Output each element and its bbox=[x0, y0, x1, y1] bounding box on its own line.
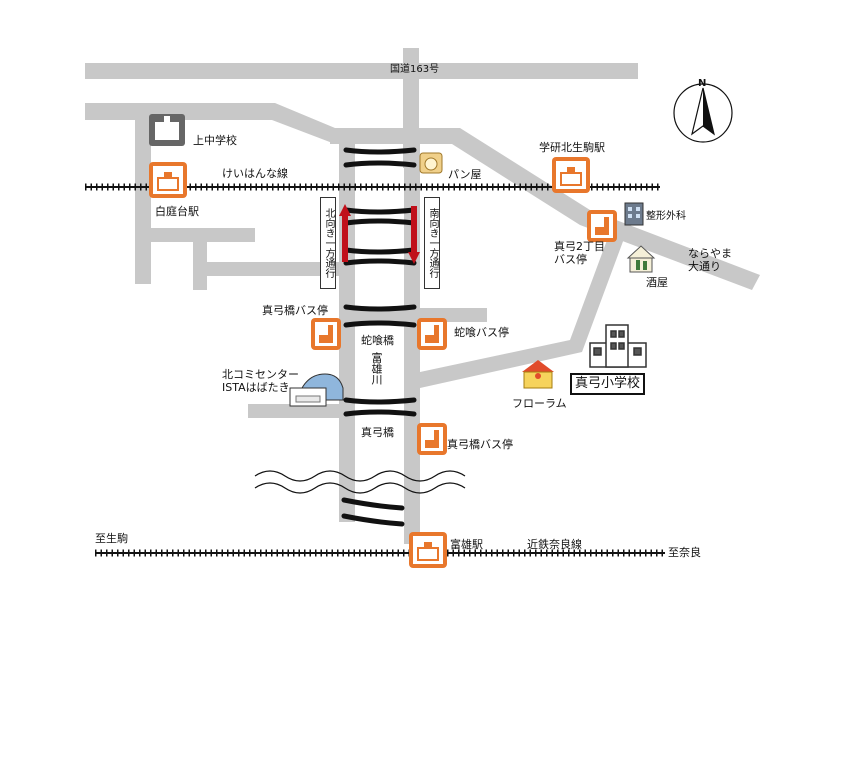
national-route-label: 国道163号 bbox=[390, 64, 440, 75]
gakken-kitaikoma-station-label: 学研北生駒駅 bbox=[539, 141, 605, 154]
bridge-line bbox=[343, 304, 417, 312]
orthopedics-label: 整形外科 bbox=[646, 211, 686, 222]
tomio-station-icon bbox=[409, 532, 447, 568]
orthopedics-icon bbox=[624, 202, 644, 226]
one-way-arrows bbox=[339, 204, 420, 264]
bridge-line bbox=[341, 497, 405, 511]
bus-stop-icon bbox=[417, 423, 447, 455]
mayumibashi-bus-stop-upper-label: 真弓橋バス停 bbox=[262, 304, 328, 317]
community-center-icon bbox=[289, 373, 344, 407]
road-northwest-branch bbox=[85, 103, 335, 144]
bus-stop-icon bbox=[417, 318, 447, 350]
jabami-bus-stop-label: 蛇喰バス停 bbox=[454, 326, 509, 339]
kita-community-center-label: 北コミセンター ISTAはばたき bbox=[222, 368, 299, 394]
road-bus-stop-horizontal bbox=[355, 308, 487, 322]
bridge-line bbox=[343, 218, 417, 226]
gakken-kitaikoma-station-icon bbox=[552, 157, 590, 193]
kaminaka-school-label: 上中学校 bbox=[193, 134, 237, 147]
elementary-school-building-icon bbox=[589, 324, 647, 368]
northbound-arrow-head bbox=[339, 204, 351, 216]
bridge-line bbox=[341, 513, 405, 527]
southbound-one-way-sign: 南向き一方通行 bbox=[424, 197, 440, 289]
liquor-store-label: 酒屋 bbox=[646, 276, 668, 289]
road-florum-diagonal bbox=[420, 232, 625, 388]
florum-label: フローラム bbox=[512, 397, 567, 410]
mayumi-bridge-label: 真弓橋 bbox=[361, 426, 394, 439]
southbound-arrow-head bbox=[408, 252, 420, 264]
road-shiraniwadai-vertical bbox=[135, 120, 151, 284]
jabami-bridge-label: 蛇喰橋 bbox=[361, 334, 394, 347]
national-route-road bbox=[85, 63, 638, 79]
road-northeast-branch bbox=[330, 128, 760, 290]
road-west-lower bbox=[193, 262, 343, 276]
northbound-one-way-sign: 北向き一方通行 bbox=[320, 197, 336, 289]
shiraniwadai-station-label: 白庭台駅 bbox=[155, 205, 199, 218]
shiraniwadai-station-icon bbox=[149, 162, 187, 198]
bridge-line bbox=[343, 397, 417, 405]
road-community-center bbox=[248, 404, 355, 418]
florum-shop-icon bbox=[522, 360, 554, 389]
kaminaka-school-icon bbox=[149, 114, 185, 146]
bridge-line bbox=[343, 258, 417, 266]
bridges bbox=[341, 147, 417, 527]
bridge-line bbox=[343, 207, 417, 215]
mayumibashi-bus-stop-lower-label: 真弓橋バス停 bbox=[447, 438, 513, 451]
bridge-line bbox=[343, 147, 417, 155]
northbound-arrow-shaft bbox=[342, 214, 348, 262]
mayumi-2chome-bus-label: 真弓2丁目 バス停 bbox=[554, 240, 605, 266]
bakery-label: パン屋 bbox=[448, 168, 482, 181]
road-west-horizontal bbox=[135, 228, 255, 242]
bus-stop-icon bbox=[587, 210, 617, 242]
bridge-line bbox=[343, 247, 417, 255]
kintetsu-line-label: 近鉄奈良線 bbox=[527, 538, 582, 551]
roads bbox=[85, 48, 760, 544]
bakery-icon bbox=[419, 152, 443, 174]
southbound-arrow-shaft bbox=[411, 206, 417, 254]
tomio-station-label: 富雄駅 bbox=[450, 538, 483, 551]
river-waves bbox=[254, 470, 466, 494]
bridge-line bbox=[343, 409, 417, 417]
compass-north-label: N bbox=[698, 78, 707, 89]
liquor-store-icon bbox=[626, 245, 656, 273]
bridge-line bbox=[343, 320, 417, 328]
keihan-line-label: けいはんな線 bbox=[222, 167, 288, 180]
river-wave bbox=[254, 470, 466, 482]
bridge-line bbox=[343, 160, 417, 168]
narayama-street-label: ならやま 大通り bbox=[688, 247, 732, 273]
river-label: 富雄川 bbox=[370, 352, 383, 385]
river-wave bbox=[254, 482, 466, 494]
compass bbox=[673, 83, 733, 143]
river-road-west bbox=[339, 144, 355, 522]
compass-needle-fill bbox=[703, 88, 714, 134]
bus-stop-icon bbox=[311, 318, 341, 350]
to-nara-label: 至奈良 bbox=[668, 546, 701, 559]
mayumi-elementary-label: 真弓小学校 bbox=[570, 373, 646, 395]
to-ikoma-label: 至生駒 bbox=[95, 532, 128, 545]
